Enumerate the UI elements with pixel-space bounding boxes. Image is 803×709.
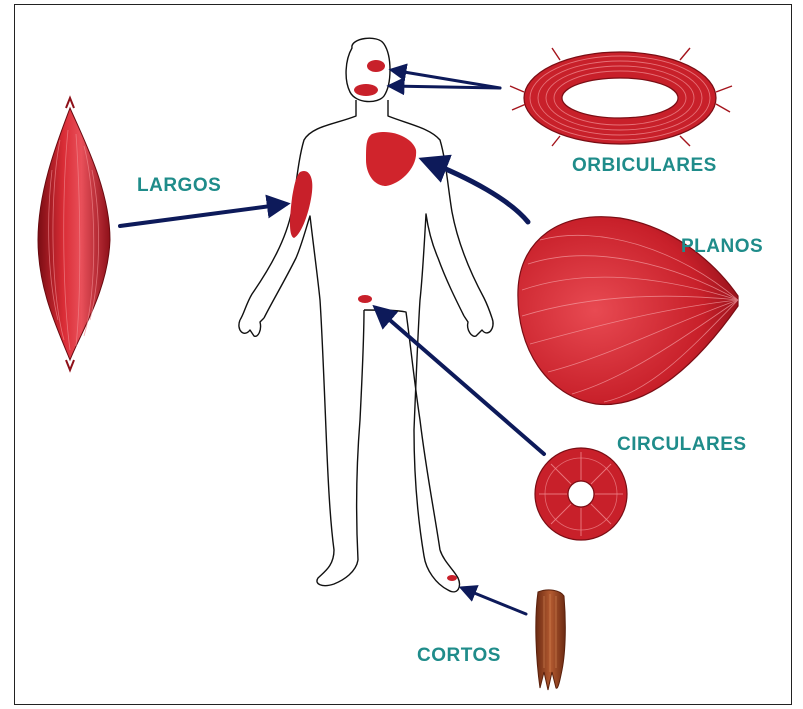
label-orbiculares: ORBICULARES <box>572 155 717 177</box>
highlight-eye-orbicular <box>367 60 385 72</box>
label-circulares: CIRCULARES <box>617 434 747 456</box>
highlight-foot-short <box>447 575 457 581</box>
body-right-side <box>388 100 492 318</box>
label-largos: LARGOS <box>137 175 221 197</box>
short-muscle-illustration <box>536 590 565 690</box>
body-left-hand <box>239 318 264 336</box>
body-right-leg-inner <box>364 310 440 550</box>
label-cortos: CORTOS <box>417 645 501 667</box>
arrow-orbiculares-mouth <box>390 86 500 88</box>
label-planos: PLANOS <box>681 236 763 258</box>
arrow-circulares <box>376 308 544 454</box>
body-right-hand <box>464 316 493 336</box>
arrow-cortos <box>462 588 526 614</box>
highlight-chest-flat <box>366 132 416 186</box>
body-right-inner-arm <box>414 214 464 592</box>
highlight-arm-long <box>290 171 312 238</box>
long-muscle-illustration <box>38 98 110 370</box>
orbicular-muscle-illustration <box>510 48 732 146</box>
circular-muscle-illustration <box>535 448 627 540</box>
highlight-groin-circular <box>358 295 372 303</box>
arrow-planos <box>424 160 528 222</box>
body-left-leg-inner <box>357 310 364 560</box>
arrow-largos <box>120 204 286 226</box>
highlight-mouth-orbicular <box>354 84 378 96</box>
body-left-inner-arm <box>264 216 358 586</box>
human-body-outline <box>239 38 493 592</box>
